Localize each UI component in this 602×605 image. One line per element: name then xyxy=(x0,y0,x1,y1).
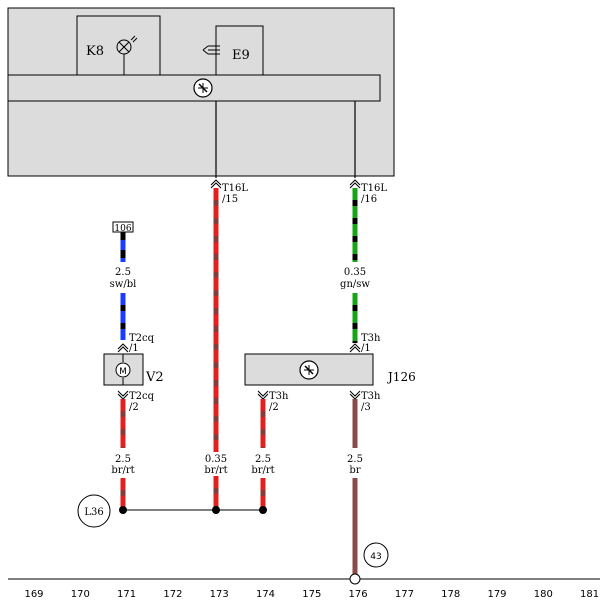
wire-br-rt-173-gauge: 0.35 xyxy=(205,454,227,465)
motor-symbol-label: M xyxy=(119,367,127,377)
scale-label: 174 xyxy=(256,589,275,600)
connector-t3h-1-pin: /1 xyxy=(361,343,371,354)
heater-switch-icon xyxy=(202,26,220,75)
column-scale: 169 170 171 172 173 174 175 176 177 178 179 180 181 xyxy=(24,589,599,600)
junction-dot xyxy=(212,506,220,514)
scale-label: 171 xyxy=(117,589,136,600)
connector-t2cq-1 xyxy=(117,343,129,353)
e9-box xyxy=(215,25,264,76)
connector-t16l-16-name: T16L xyxy=(361,183,387,194)
connector-t3h-3-name: T3h xyxy=(361,391,381,402)
wire-br-rt-174-color: br/rt xyxy=(251,465,274,476)
reference-106-label: 106 xyxy=(114,224,131,234)
connector-t3h-3-pin: /3 xyxy=(361,402,371,413)
scale-label: 175 xyxy=(302,589,321,600)
ground-point-l36 xyxy=(77,494,111,528)
scale-label: 178 xyxy=(441,589,460,600)
wire-gn-sw-gauge: 0.35 xyxy=(344,267,366,278)
scale-label: 181 xyxy=(580,589,599,600)
scale-label: 170 xyxy=(71,589,90,600)
connector-t16l-16 xyxy=(349,179,361,189)
wire-br-rt-171-color: br/rt xyxy=(111,465,134,476)
scale-label: 177 xyxy=(395,589,414,600)
connector-t3h-1 xyxy=(349,343,361,353)
j126-label: J126 xyxy=(386,370,416,384)
ground-point-43 xyxy=(363,542,389,568)
e9-label: E9 xyxy=(232,48,250,63)
connector-t3h-3 xyxy=(349,390,361,400)
connector-t16l-15-pin: /15 xyxy=(222,194,238,205)
connector-t2cq-1-name: T2cq xyxy=(129,333,155,344)
connector-t3h-2-pin: /2 xyxy=(269,402,279,413)
junction-dot xyxy=(119,506,127,514)
connector-t16l-15 xyxy=(210,179,222,189)
k8-label: K8 xyxy=(86,44,104,59)
wire-br-176-color: br xyxy=(349,465,360,476)
warning-lamp-icon xyxy=(116,35,138,75)
wire-br-rt-171-gauge: 2.5 xyxy=(115,454,131,465)
electronic-control-icon xyxy=(299,360,319,380)
connector-t3h-2-name: T3h xyxy=(269,391,289,402)
scale-label: 172 xyxy=(163,589,182,600)
connector-t2cq-2-name: T2cq xyxy=(129,391,155,402)
wire-br-176-gauge: 2.5 xyxy=(347,454,363,465)
junction-dot xyxy=(259,506,267,514)
wire-br-rt-173-color: br/rt xyxy=(204,465,227,476)
ground-terminal xyxy=(349,573,361,585)
connector-t3h-2 xyxy=(257,390,269,400)
scale-label: 169 xyxy=(24,589,43,600)
connector-t2cq-2-pin: /2 xyxy=(129,402,139,413)
wire-sw-bl-gauge: 2.5 xyxy=(115,267,131,278)
scale-label: 179 xyxy=(487,589,506,600)
wire-br-rt-174-gauge: 2.5 xyxy=(255,454,271,465)
connector-t16l-16-pin: /16 xyxy=(361,194,377,205)
connector-t2cq-2 xyxy=(117,390,129,400)
connector-t16l-15-name: T16L xyxy=(222,183,248,194)
connector-t3h-1-name: T3h xyxy=(361,333,381,344)
k8-box xyxy=(76,15,161,76)
wire-sw-bl-color: sw/bl xyxy=(110,279,137,290)
wire-gn-sw-color: gn/sw xyxy=(340,279,370,290)
motor-icon: M xyxy=(115,354,131,385)
scale-label: 173 xyxy=(210,589,229,600)
connector-t2cq-1-pin: /1 xyxy=(129,343,139,354)
scale-label: 180 xyxy=(534,589,553,600)
ground-43-label: 43 xyxy=(370,552,381,562)
v2-label: V2 xyxy=(145,370,164,385)
scale-label: 176 xyxy=(349,589,368,600)
electronic-control-icon xyxy=(193,78,213,98)
ground-l36-label: L36 xyxy=(84,507,103,518)
